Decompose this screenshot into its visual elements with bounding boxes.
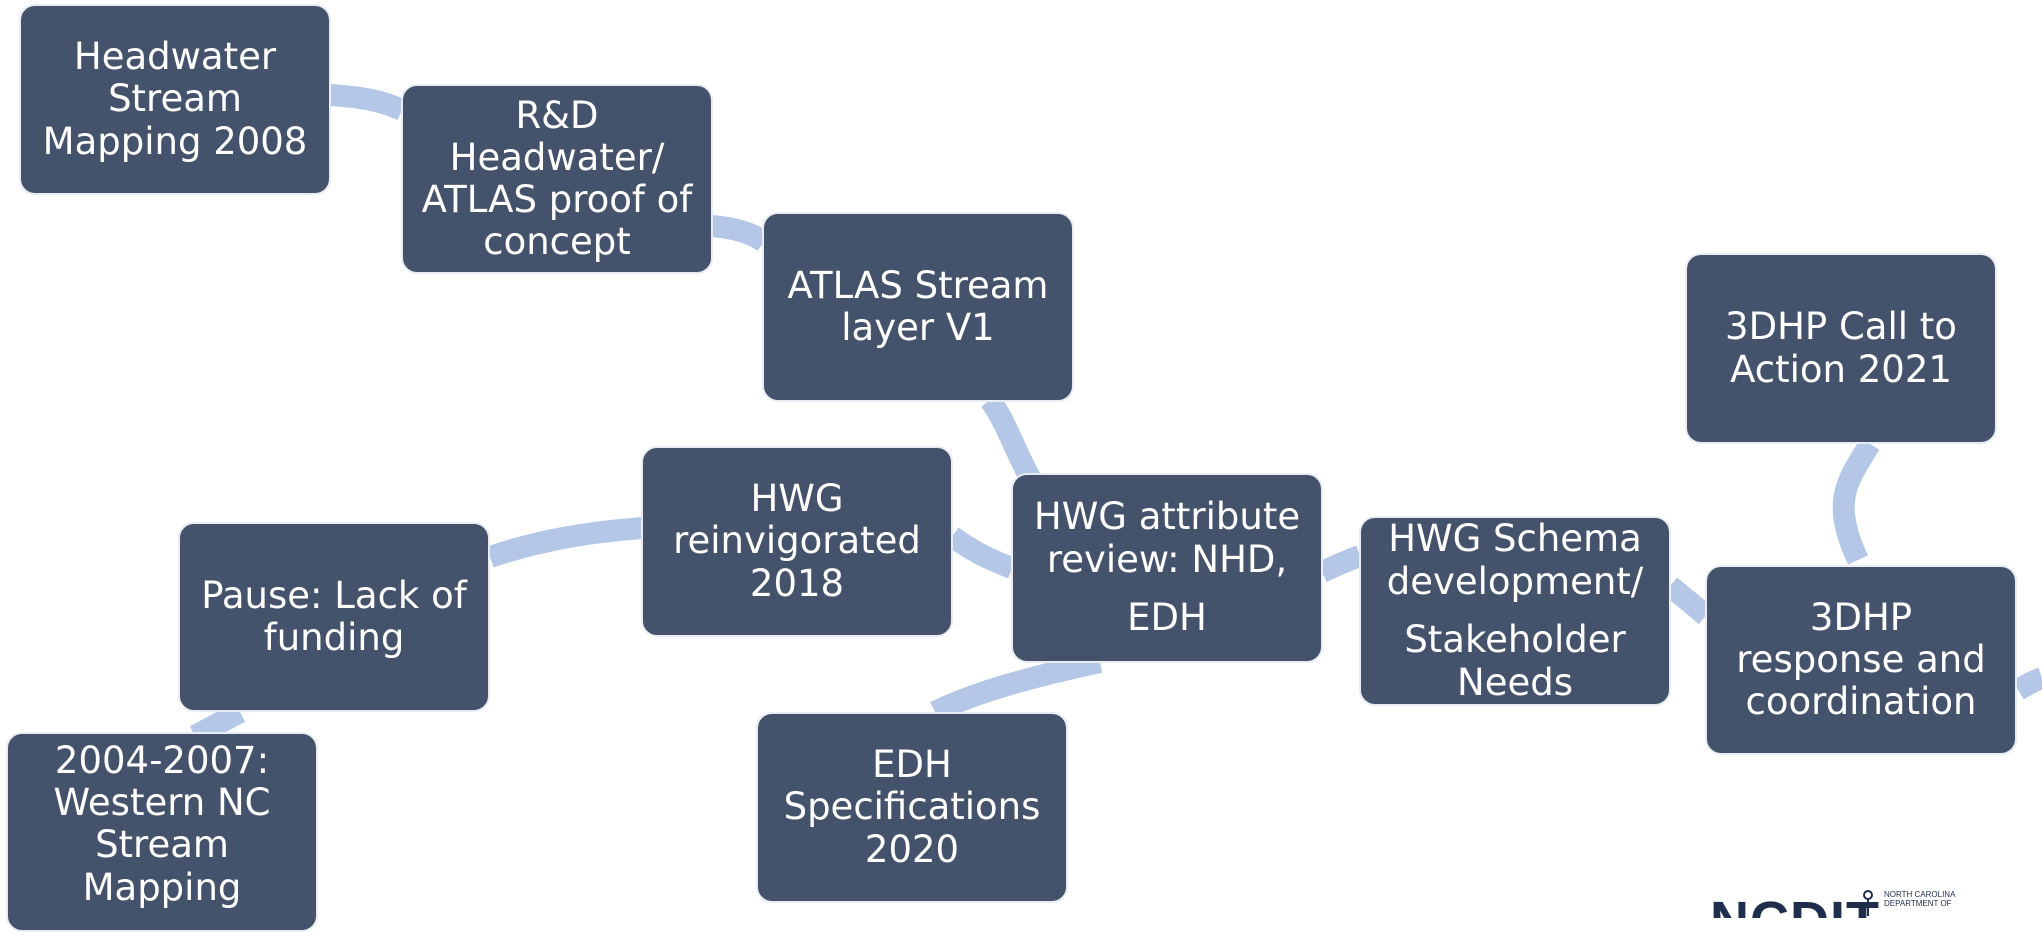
connector-attribute-to-edh [930,651,1103,722]
node-rd-headwater-atlas-proof: R&D Headwater/ ATLAS proof of concept [401,84,713,274]
key-icon [1863,890,1873,916]
node-line: review: NHD, [1046,537,1288,581]
node-line: Pause: Lack of [201,573,467,617]
connector-response-offscreen [2012,667,2042,700]
node-line: EDH [1127,596,1207,640]
node-line: Western NC [53,781,271,825]
node-2004-2007-western-nc: 2004-2007: Western NC Stream Mapping [6,732,318,932]
logo-org-text: NORTH CAROLINA DEPARTMENT OF [1884,890,1955,908]
node-line: Specifications [783,785,1041,829]
node-line: development/ [1386,559,1644,603]
connector-headwater-to-rd [329,84,407,121]
node-hwg-reinvigorated-2018: HWG reinvigorated 2018 [641,446,953,637]
node-pause-lack-of-funding: Pause: Lack of funding [178,522,490,712]
connector-schema-to-response [1662,577,1714,625]
node-line: 3DHP [1809,595,1913,639]
ncdit-logo: NCDIT NORTH CAROLINA DEPARTMENT OF [1708,888,2042,918]
node-hwg-attribute-review: HWG attribute review: NHD, EDH [1011,473,1323,663]
node-line: funding [263,616,405,659]
connector-pause-to-reinvigorated [486,517,643,568]
connector-attribute-to-schema [1317,545,1364,582]
node-line: Headwater [73,35,277,79]
logo-org-line: NORTH CAROLINA [1884,890,1956,899]
node-line: Stream [108,77,242,121]
node-edh-specifications-2020: EDH Specifications 2020 [756,712,1068,903]
node-line: coordination [1745,680,1977,724]
node-line: 2018 [749,561,845,605]
node-line: reinvigorated [673,519,921,563]
node-line: 3DHP Call to [1725,305,1957,349]
node-line: ATLAS Stream [787,263,1049,307]
node-line: Mapping [82,865,242,909]
node-line: response and [1736,637,1986,681]
node-hwg-schema-development: HWG Schema development/ Stakeholder Need… [1359,516,1671,706]
node-line: EDH [872,743,952,787]
node-line: HWG Schema [1388,517,1642,561]
node-line: Stakeholder [1404,618,1626,662]
node-line: layer V1 [841,306,995,349]
node-atlas-stream-layer-v1: ATLAS Stream layer V1 [762,212,1074,402]
logo-org-line: DEPARTMENT OF [1884,899,1952,909]
node-line: Action 2021 [1730,347,1952,391]
node-line: 2004-2007: [54,739,270,782]
node-line: HWG attribute [1033,495,1301,539]
node-line: ATLAS proof of [421,178,693,221]
node-line: Mapping 2008 [42,119,308,163]
connector-rd-to-atlas [710,215,771,252]
node-line: R&D [515,93,599,137]
node-headwater-stream-mapping-2008: Headwater Stream Mapping 2008 [19,4,331,195]
node-3dhp-response-coordination: 3DHP response and coordination [1705,565,2017,755]
node-3dhp-call-to-action-2021: 3DHP Call to Action 2021 [1685,253,1997,444]
node-line: Headwater/ [449,135,665,179]
node-line: concept [483,220,631,264]
connector-atlas-to-attribute [981,393,1040,484]
connector-reinvigorated-to-attribute [945,527,1016,579]
connector-calltoaction-to-response [1832,438,1880,565]
node-line: Needs [1457,660,1573,704]
node-line: Stream [95,823,229,867]
node-line: 2020 [864,827,960,871]
logo-wordmark: NCDIT [1710,894,1880,918]
node-line: HWG [750,477,844,521]
